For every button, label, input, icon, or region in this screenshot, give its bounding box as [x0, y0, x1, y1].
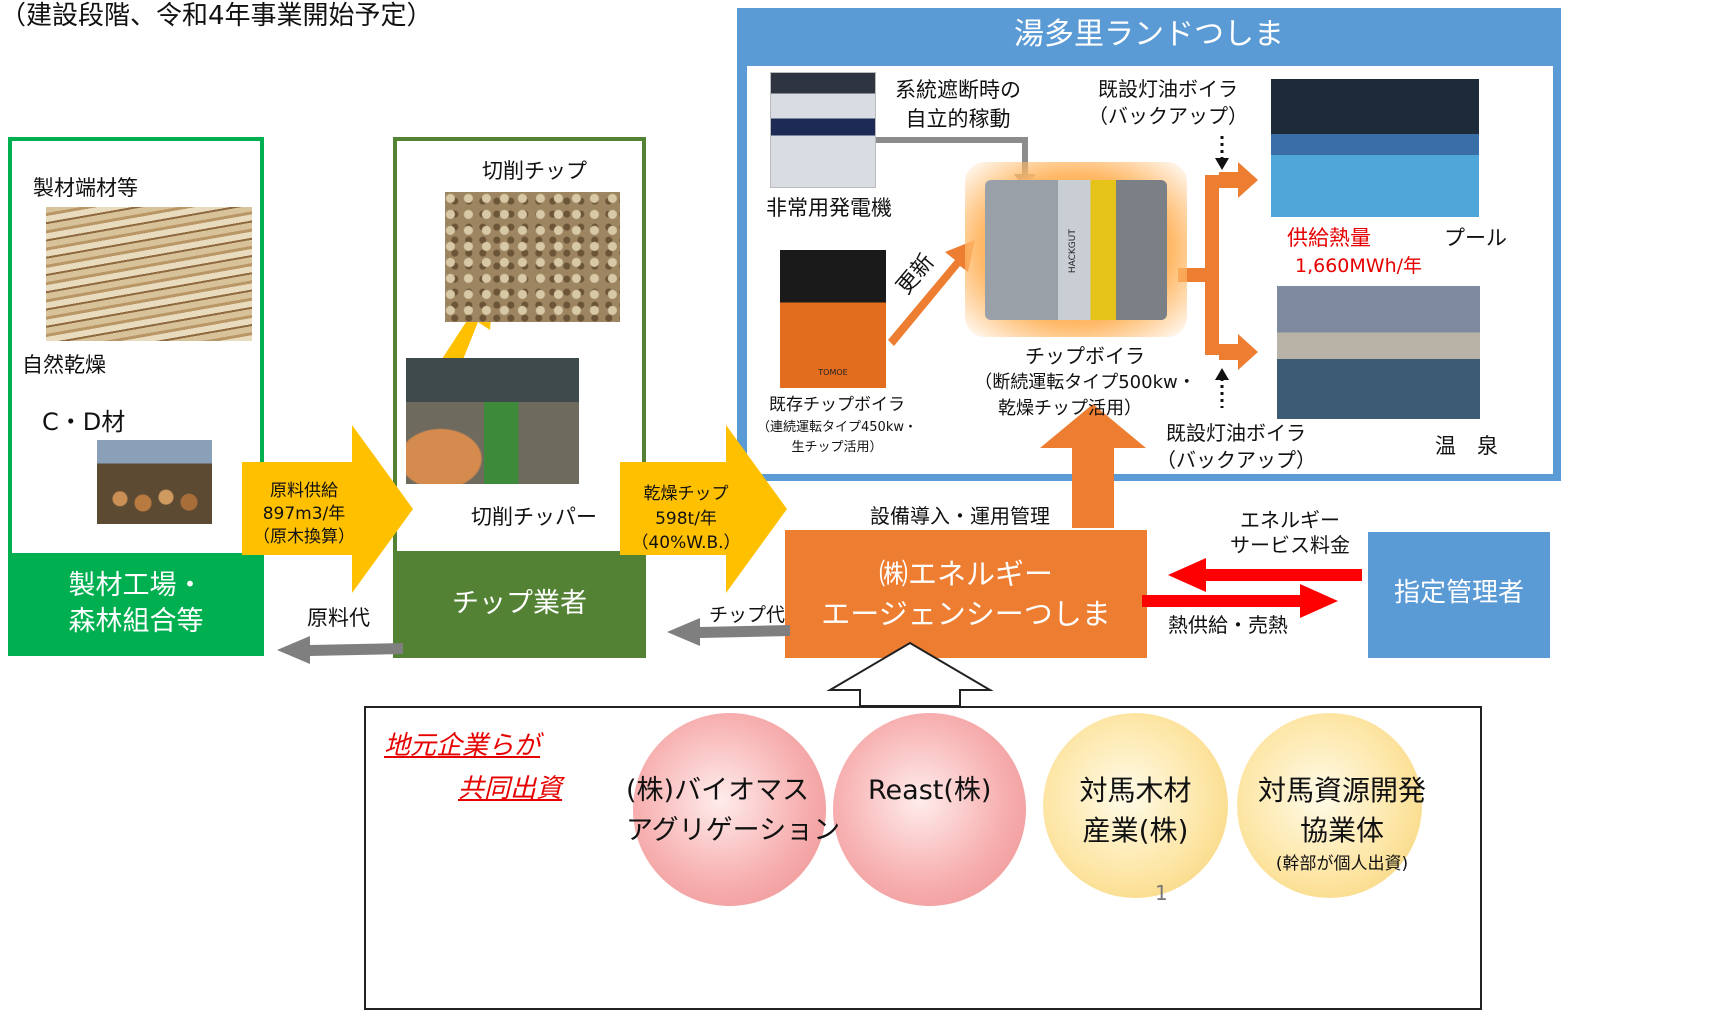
investor-1-line1: (株)バイオマス: [626, 775, 810, 806]
energy-fee-line2: サービス料金: [1230, 533, 1350, 557]
investor-circle-3: [1043, 713, 1228, 898]
stage-note: （建設段階、令和4年事業開始予定）: [0, 1, 433, 31]
backup-bottom-line2: （バックアップ）: [1156, 448, 1316, 472]
investors-title-2: 共同出資: [458, 774, 563, 804]
chipper-photo: [406, 358, 579, 484]
branch-vertical: [1205, 175, 1219, 355]
chipper-label: 切削チッパー: [471, 505, 597, 529]
cd-label: C・D材: [42, 408, 126, 436]
investor-4-line2: 協業体: [1299, 814, 1384, 847]
agency-box: [785, 530, 1147, 658]
agency-name-1: ㈱エネルギー: [878, 557, 1053, 591]
chips-photo: [445, 192, 620, 322]
old-boiler-line3: 生チップ活用）: [791, 440, 883, 455]
generator-photo: [770, 72, 876, 188]
chip-vendor-box-label: チップ業者: [452, 588, 587, 619]
energy-fee-arrow: [1168, 558, 1362, 592]
chip-fee-arrow: [667, 618, 790, 646]
logs-photo: [97, 440, 212, 524]
sawmill-box: [8, 553, 264, 656]
grid-outage-line1: 系統遮断時の: [895, 78, 1021, 102]
dry-chip-line3: （40%W.B.）: [631, 533, 741, 553]
investment-arrow: [826, 641, 994, 707]
agency-name-2: エージェンシーつしま: [821, 597, 1111, 631]
pool-arrow: [1219, 162, 1258, 198]
chip-vendor-box: [393, 551, 646, 658]
lumber-photo: [46, 207, 252, 341]
chips-label: 切削チップ: [482, 159, 587, 183]
dry-chip-arrow: [620, 425, 787, 593]
raw-supply-line2: 897m3/年: [262, 504, 346, 524]
facility-title: 湯多里ランドつしま: [1014, 17, 1284, 52]
heat-supply-label: 供給熱量: [1287, 226, 1371, 250]
investor-1-line2: アグリゲーション: [626, 815, 841, 846]
raw-supply-arrow: [242, 425, 413, 593]
investor-4-note: (幹部が個人出資): [1275, 854, 1409, 874]
grid-outage-line2: 自立的稼動: [905, 107, 1011, 131]
onsen-photo: [1277, 286, 1480, 419]
chip-boiler-photo: HACKGUT: [985, 180, 1167, 320]
old-boiler-brand: TOMOE: [818, 368, 848, 377]
old-boiler-line2: （連続運転タイプ450kw・: [757, 420, 917, 435]
dry-chip-line1: 乾燥チップ: [643, 484, 729, 504]
chip-boiler-line3: 乾燥チップ活用）: [998, 398, 1142, 419]
chip-boiler-brand: HACKGUT: [1067, 229, 1078, 274]
install-ops-label: 設備導入・運用管理: [870, 504, 1050, 528]
sawmill-box-label-2: 森林組合等: [68, 606, 204, 637]
heat-supply-value: 1,660MWh/年: [1295, 255, 1423, 277]
page-number: 1: [1155, 881, 1168, 905]
raw-fee-label: 原料代: [307, 606, 370, 630]
dry-chip-line2: 598t/年: [655, 509, 717, 529]
backup-bottom-head: [1215, 368, 1229, 380]
old-boiler-line1: 既存チップボイラ: [769, 395, 905, 415]
renew-arrow: [888, 240, 975, 346]
generator-label: 非常用発電機: [766, 196, 892, 220]
raw-supply-line1: 原料供給: [270, 481, 338, 501]
raw-fee-arrow: [277, 636, 403, 664]
investor-3-line1: 対馬木材: [1079, 774, 1192, 807]
backup-top-head: [1215, 158, 1229, 170]
raw-supply-line3: （原木換算）: [253, 527, 355, 547]
pool-label: プール: [1444, 226, 1507, 250]
manager-box: [1368, 532, 1550, 658]
old-boiler-photo: TOMOE: [780, 250, 886, 388]
install-ops-arrow: [1040, 404, 1146, 528]
manager-label: 指定管理者: [1393, 578, 1524, 608]
investor-3-line2: 産業(株): [1082, 814, 1189, 847]
onsen-arrow: [1219, 334, 1258, 370]
heat-sale-arrow: [1142, 584, 1338, 618]
investor-circle-1: [633, 713, 826, 906]
investors-title-1: 地元企業らが: [384, 731, 541, 761]
backup-bottom-line1: 既設灯油ボイラ: [1166, 421, 1306, 445]
heat-sale-label: 熱供給・売熱: [1168, 613, 1288, 637]
energy-fee-line1: エネルギー: [1240, 508, 1340, 532]
investor-2: Reast(株): [868, 775, 992, 806]
backup-top-line1: 既設灯油ボイラ: [1098, 77, 1238, 101]
onsen-label: 温 泉: [1435, 434, 1498, 458]
sawmill-box-label-1: 製材工場・: [68, 570, 204, 601]
chip-fee-label: チップ代: [709, 604, 786, 626]
investor-circle-2: [833, 713, 1026, 906]
chip-boiler-line2: （断続運転タイプ500kw・: [974, 372, 1196, 393]
natural-drying-label: 自然乾燥: [22, 353, 106, 377]
pool-photo: [1271, 79, 1479, 217]
investor-circle-4: [1237, 713, 1422, 898]
backup-top-line2: （バックアップ）: [1088, 104, 1248, 128]
chip-boiler-line1: チップボイラ: [1025, 344, 1145, 368]
offcuts-label: 製材端材等: [33, 176, 138, 200]
investor-4-line1: 対馬資源開発: [1257, 774, 1426, 807]
